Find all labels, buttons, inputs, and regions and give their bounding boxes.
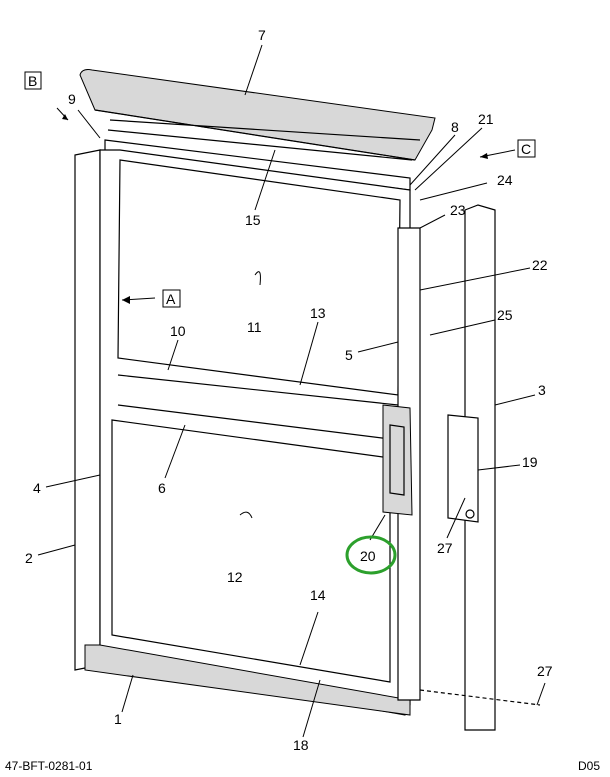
callout-18: 18 (293, 737, 309, 753)
drawing-number: 47-BFT-0281-01 (5, 759, 93, 773)
sheet-code: D05 (578, 759, 600, 773)
callout-1: 1 (114, 711, 122, 727)
callout-20: 20 (360, 548, 376, 564)
callout-12: 12 (227, 569, 243, 585)
leader-lines (37, 44, 546, 738)
screw-head (465, 509, 475, 519)
header-rail (79, 69, 436, 191)
callout-15: 15 (245, 212, 261, 228)
right-post (464, 204, 496, 731)
screw (419, 689, 541, 706)
view-b-box (24, 71, 42, 90)
callout-27-lower: 27 (537, 663, 553, 679)
arrow-a-icon (122, 296, 130, 304)
view-label-b: B (28, 73, 37, 89)
callout-3: 3 (538, 382, 546, 398)
callout-6: 6 (158, 480, 166, 496)
callout-13: 13 (310, 305, 326, 321)
callout-14: 14 (310, 587, 326, 603)
callout-19: 19 (522, 454, 538, 470)
callout-7: 7 (258, 27, 266, 43)
callout-27-upper: 27 (437, 540, 453, 556)
callout-10: 10 (170, 323, 186, 339)
view-label-a: A (166, 291, 176, 307)
callout-24: 24 (497, 172, 513, 188)
callout-5: 5 (345, 347, 353, 363)
view-a-box (162, 289, 181, 308)
callout-23: 23 (450, 202, 466, 218)
left-outer-frame (74, 149, 101, 671)
bottom-rail (84, 644, 411, 716)
view-label-c: C (521, 141, 531, 157)
view-c-box (517, 139, 536, 158)
callout-4: 4 (33, 480, 41, 496)
callout-9: 9 (68, 91, 76, 107)
callout-22: 22 (532, 257, 548, 273)
callout-21: 21 (478, 111, 494, 127)
callout-11: 11 (247, 319, 262, 335)
callout-25: 25 (497, 307, 513, 323)
highlight-circle (345, 535, 397, 575)
sash-frame (99, 149, 411, 716)
callout-8: 8 (451, 119, 459, 135)
bracket (447, 414, 479, 523)
lower-glass (111, 419, 391, 683)
arrow-c-icon (480, 153, 488, 159)
callout-2: 2 (25, 550, 33, 566)
latch-handle (382, 404, 413, 516)
arrow-b-icon (62, 114, 68, 120)
